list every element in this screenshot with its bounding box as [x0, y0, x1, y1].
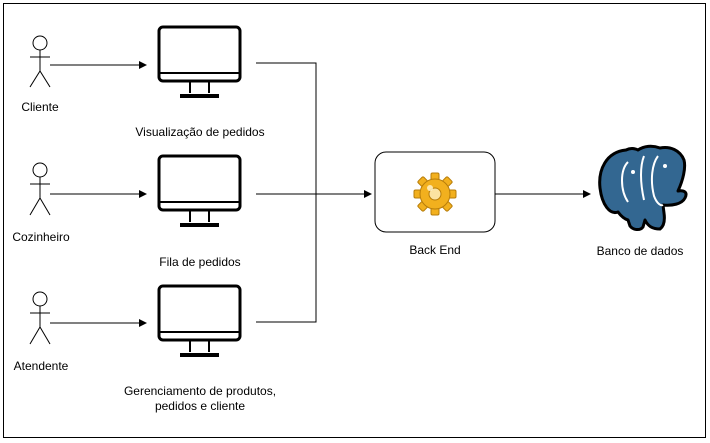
- gear-icon: [413, 172, 457, 216]
- monitor-icon: [157, 25, 242, 98]
- postgresql-elephant-icon: [598, 144, 688, 231]
- connector-screen3-to-backend: [256, 194, 317, 323]
- actor-label-cliente: Cliente: [21, 100, 59, 114]
- screen-label-gerenciamento-line2: pedidos e cliente: [154, 399, 246, 413]
- screen-label-visualizacao: Visualização de pedidos: [135, 125, 265, 139]
- screen-label-fila: Fila de pedidos: [159, 255, 241, 269]
- actor-label-cozinheiro: Cozinheiro: [12, 230, 70, 244]
- actor-cozinheiro: [29, 162, 51, 216]
- actor-atendente: [29, 291, 51, 345]
- database-label: Banco de dados: [596, 244, 684, 258]
- actor-label-atendente: Atendente: [13, 359, 69, 373]
- monitor-icon: [157, 284, 242, 357]
- monitor-icon: [157, 154, 242, 227]
- screen-label-gerenciamento-line1: Gerenciamento de produtos,: [123, 384, 277, 398]
- diagram-border: [3, 3, 706, 438]
- connector-screen1-to-backend: [256, 62, 317, 194]
- backend-label: Back End: [409, 243, 461, 257]
- actor-cliente: [29, 35, 51, 88]
